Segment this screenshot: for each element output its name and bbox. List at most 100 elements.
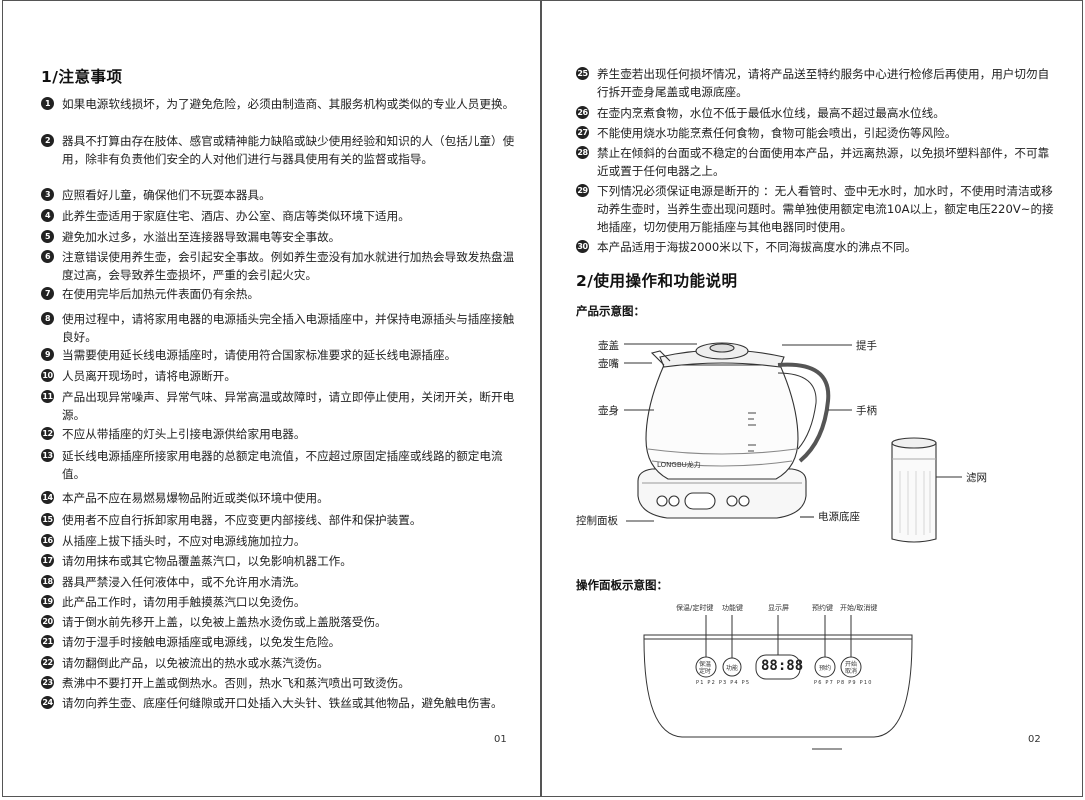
label-handle: 手柄 — [856, 405, 877, 417]
item-text: 使用者不应自行拆卸家用电器，不应变更内部接线、部件和保护装置。 — [62, 513, 422, 527]
item-number-badge: 16 — [41, 534, 54, 547]
item-number-badge: 3 — [41, 188, 54, 201]
item-number-badge: 15 — [41, 513, 54, 526]
label-body: 壶身 — [598, 405, 619, 417]
page-number: 01 — [494, 734, 507, 745]
safety-item: 15 使用者不应自行拆卸家用电器，不应变更内部接线、部件和保护装置。 — [41, 511, 519, 529]
control-panel-illustration — [643, 615, 913, 750]
safety-item: 27 不能使用烧水功能烹煮任何食物，食物可能会喷出，引起烫伤等风险。 — [576, 124, 1056, 142]
item-number-badge: 28 — [576, 146, 589, 159]
item-number-badge: 20 — [41, 615, 54, 628]
brand-mark: LONGBU龙力 — [657, 460, 701, 469]
item-text: 人员离开现场时，请将电源断开。 — [62, 369, 236, 383]
item-text: 不能使用烧水功能烹煮任何食物，食物可能会喷出，引起烫伤等风险。 — [597, 126, 957, 140]
handle-shape — [777, 362, 831, 463]
item-text: 请勿向养生壶、底座任何缝隙或开口处插入大头针、铁丝或其他物品，避免触电伤害。 — [62, 696, 503, 710]
label-keep-warm-timer: 保温/定时键 — [676, 604, 714, 612]
item-text: 请于倒水前先移开上盖，以免被上盖热水烫伤或上盖脱落受伤。 — [62, 615, 387, 629]
safety-item: 30 本产品适用于海拔2000米以下，不同海拔高度水的沸点不同。 — [576, 238, 1056, 256]
item-number-badge: 27 — [576, 126, 589, 139]
safety-item: 23 煮沸中不要打开上盖或倒热水。否则，热水飞和蒸汽喷出可致烫伤。 — [41, 674, 519, 692]
item-text: 如果电源软线损坏，为了避免危险，必须由制造商、其服务机构或类似的专业人员更换。 — [62, 97, 515, 111]
item-text: 器具严禁浸入任何液体中，或不允许用水清洗。 — [62, 575, 306, 589]
safety-item: 20 请于倒水前先移开上盖，以免被上盖热水烫伤或上盖脱落受伤。 — [41, 613, 519, 631]
item-number-badge: 13 — [41, 449, 54, 462]
item-text: 此养生壶适用于家庭住宅、酒店、办公室、商店等类似环境下适用。 — [62, 209, 410, 223]
button-reserve-text: 预约 — [819, 665, 832, 672]
safety-item: 29 下列情况必须保证电源是断开的 ：无人看管时、壶中无水时，加水时，不使用时清洁… — [576, 182, 1056, 236]
label-lift-handle: 提手 — [856, 340, 877, 352]
power-base-shape — [637, 468, 807, 519]
item-number-badge: 7 — [41, 287, 54, 300]
safety-item: 16 从插座上拔下插头时，不应对电源线施加拉力。 — [41, 532, 519, 550]
label-lid: 壶盖 — [598, 340, 619, 352]
safety-item: 13 延长线电源插座所接家用电器的总额定电流值，不应超过原固定插座或线路的额定电流… — [41, 447, 519, 483]
item-text: 产品出现异常噪声、异常气味、异常高温或故障时，请立即停止使用，关闭开关，断开电源… — [62, 390, 515, 422]
item-text: 本产品适用于海拔2000米以下，不同海拔高度水的沸点不同。 — [597, 240, 917, 254]
spout-shape — [650, 350, 671, 366]
item-text: 本产品不应在易燃易爆物品附近或类似环境中使用。 — [62, 491, 329, 505]
button-start-text: 开始取消 — [845, 661, 858, 675]
item-text: 延长线电源插座所接家用电器的总额定电流值，不应超过原固定插座或线路的额定电流值。 — [62, 449, 503, 481]
kettle-body-shape — [645, 364, 799, 480]
item-text: 请勿于湿手时接触电源插座或电源线，以免发生危险。 — [62, 635, 341, 649]
item-text: 下列情况必须保证电源是断开的 ：无人看管时、壶中无水时，加水时，不使用时清洁或移… — [597, 184, 1054, 234]
item-number-badge: 25 — [576, 67, 589, 80]
item-text: 使用过程中，请将家用电器的电源插头完全插入电源插座中，并保持电源插头与插座接触良… — [62, 312, 515, 344]
item-text: 应照看好儿童，确保他们不玩耍本器具。 — [62, 188, 271, 202]
item-text: 注意错误使用养生壶，会引起安全事故。例如养生壶没有加水就进行加热会导致发热盘温度… — [62, 250, 515, 282]
item-number-badge: 11 — [41, 390, 54, 403]
label-filter: 滤网 — [966, 472, 987, 484]
item-number-badge: 23 — [41, 676, 54, 689]
safety-item: 10 人员离开现场时，请将电源断开。 — [41, 367, 519, 385]
safety-item: 25 养生壶若出现任何损坏情况，请将产品送至特约服务中心进行检修后再使用，用户切勿… — [576, 65, 1056, 101]
safety-item: 4 此养生壶适用于家庭住宅、酒店、办公室、商店等类似环境下适用。 — [41, 207, 519, 225]
preset-row-left: P1 P2 P3 P4 P5 — [696, 680, 751, 686]
item-text: 避免加水过多，水溢出至连接器导致漏电等安全事故。 — [62, 230, 341, 244]
right-page: 25 养生壶若出现任何损坏情况，请将产品送至特约服务中心进行检修后再使用，用户切勿… — [541, 0, 1083, 797]
item-text: 请勿用抹布或其它物品覆盖蒸汽口，以免影响机器工作。 — [62, 554, 352, 568]
item-number-badge: 4 — [41, 209, 54, 222]
item-number-badge: 10 — [41, 369, 54, 382]
preset-row-right: P6 P7 P8 P9 P10 — [814, 680, 873, 686]
label-start-cancel: 开始/取消键 — [840, 604, 878, 612]
product-diagram-title: 产品示意图： — [576, 304, 645, 318]
item-text: 煮沸中不要打开上盖或倒热水。否则，热水飞和蒸汽喷出可致烫伤。 — [62, 676, 410, 690]
safety-item: 21 请勿于湿手时接触电源插座或电源线，以免发生危险。 — [41, 633, 519, 651]
item-text: 当需要使用延长线电源插座时，请使用符合国家标准要求的延长线电源插座。 — [62, 348, 457, 362]
item-number-badge: 30 — [576, 240, 589, 253]
page-number: 02 — [1028, 734, 1041, 745]
kettle-illustration: LONGBU龙力 — [624, 342, 962, 543]
safety-item: 17 请勿用抹布或其它物品覆盖蒸汽口，以免影响机器工作。 — [41, 552, 519, 570]
item-text: 禁止在倾斜的台面或不稳定的台面使用本产品，并远离热源，以免损坏塑料部件，不可靠近… — [597, 146, 1050, 178]
item-number-badge: 29 — [576, 184, 589, 197]
label-display: 显示屏 — [768, 604, 789, 612]
item-number-badge: 8 — [41, 312, 54, 325]
item-number-badge: 18 — [41, 575, 54, 588]
safety-item: 28 禁止在倾斜的台面或不稳定的台面使用本产品，并远离热源，以免损坏塑料部件，不可… — [576, 144, 1056, 180]
button-keep-warm-text: 保温定时 — [699, 661, 712, 675]
operation-heading: 2/使用操作和功能说明 — [576, 272, 738, 290]
item-number-badge: 26 — [576, 106, 589, 119]
label-power-base: 电源底座 — [818, 511, 860, 523]
label-control-panel: 控制面板 — [576, 515, 618, 527]
item-number-badge: 21 — [41, 635, 54, 648]
item-number-badge: 17 — [41, 554, 54, 567]
safety-item: 8 使用过程中，请将家用电器的电源插头完全插入电源插座中，并保持电源插头与插座接触… — [41, 310, 519, 346]
safety-heading: 1/注意事项 — [41, 68, 123, 86]
item-text: 器具不打算由存在肢体、感官或精神能力缺陷或缺少使用经验和知识的人（包括儿童）使用… — [62, 134, 515, 166]
item-text: 养生壶若出现任何损坏情况，请将产品送至特约服务中心进行检修后再使用，用户切勿自行… — [597, 67, 1050, 99]
safety-item: 11 产品出现异常噪声、异常气味、异常高温或故障时，请立即停止使用，关闭开关，断开… — [41, 388, 519, 424]
label-function-key: 功能键 — [722, 604, 743, 612]
item-text: 从插座上拔下插头时，不应对电源线施加拉力。 — [62, 534, 306, 548]
